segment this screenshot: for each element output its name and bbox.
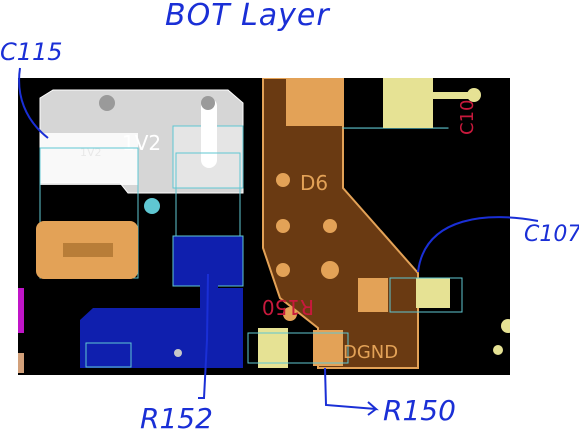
via-icon[interactable] [201,96,215,110]
via-icon[interactable] [276,173,290,187]
test-point-icon[interactable] [201,98,217,168]
pad-c107-left[interactable] [358,278,388,312]
annotation-r152: R152 [140,402,213,435]
silk-r150: R150 [262,295,314,319]
page-title: BOT Layer [165,0,330,33]
via-icon[interactable] [276,263,290,277]
via-icon[interactable] [174,349,182,357]
net-label-1v2-large: 1V2 [122,131,161,155]
via-icon[interactable] [321,261,339,279]
annotation-r150: R150 [383,394,456,427]
pad-r150-b[interactable] [313,330,343,366]
pad-top-right[interactable] [383,78,433,128]
net-label-d6: D6 [300,171,328,195]
pad-top-right-link [400,92,472,99]
via-icon[interactable] [276,219,290,233]
pad-orange-left-inner [63,243,113,257]
footprint-outline-c107 [389,277,463,313]
via-icon[interactable] [501,319,510,333]
edge-marker [18,288,24,333]
footprint-outline-r150 [247,332,349,364]
pad-c107-right[interactable] [416,278,450,308]
pad-r152-bottom[interactable] [85,342,132,368]
via-icon[interactable] [323,219,337,233]
annotation-c115: C115 [0,38,63,66]
net-label-1v2-small: 1V2 [80,146,102,159]
net-label-dgnd: DGND [343,342,398,363]
annotation-c107: C107 [524,222,579,247]
via-icon[interactable] [283,307,297,321]
trace-r152 [200,273,218,343]
test-point-icon[interactable] [144,198,160,214]
via-icon[interactable] [467,88,481,102]
pad-r150-a[interactable] [258,328,288,368]
pad-c115-a [40,133,138,185]
silk-c10: C10 [457,100,478,135]
via-icon[interactable] [99,95,115,111]
edge-marker [18,353,24,373]
copper-pad-top [286,78,344,126]
via-icon[interactable] [493,345,503,355]
pcb-bottom-layer-view[interactable]: 1V2 1V2 D6 R150 DGND C10 [18,78,510,375]
arrow-icon [324,367,379,416]
